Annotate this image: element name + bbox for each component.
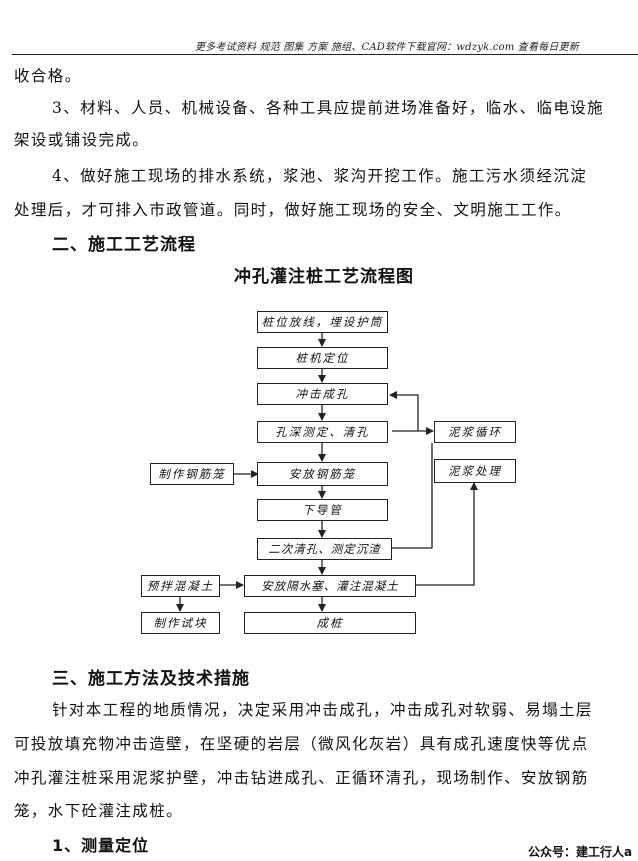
step-pour-concrete: 安放隔水塞、灌注混凝土 <box>244 575 416 597</box>
arrow-to-treatment <box>416 482 478 586</box>
page-header: 更多考试资料 规范 图集 方案 施组、CAD软件下载官网：wdzyk.com 查… <box>195 42 580 53</box>
header-rule <box>12 54 638 55</box>
step-rig-position: 桩机定位 <box>257 347 388 369</box>
step-pile-layout: 桩位放线，埋设护筒 <box>257 311 388 333</box>
step-lower-tremie: 下导管 <box>257 499 388 521</box>
section-3-line-4: 笼，水下砼灌注成桩。 <box>14 802 184 820</box>
body-line-2: 3、材料、人员、机械设备、各种工具应提前进场准备好，临水、临电设施 <box>52 99 605 117</box>
step-slurry-circulation: 泥浆循环 <box>434 421 516 443</box>
step-make-test-block: 制作试块 <box>141 612 220 634</box>
step-second-clean: 二次清孔、测定沉渣 <box>257 538 392 560</box>
step-place-cage: 安放钢筋笼 <box>257 462 388 486</box>
body-line-4: 4、做好施工现场的排水系统，浆池、浆沟开挖工作。施工污水须经沉淀 <box>52 167 588 185</box>
step-pile-complete: 成桩 <box>244 612 416 634</box>
section-3-line-3: 冲孔灌注桩采用泥浆护壁，冲击钻进成孔、正循环清孔，现场制作、安放钢筋 <box>14 769 589 787</box>
subsection-1-heading: 1、测量定位 <box>52 836 150 855</box>
body-line-3: 架设或铺设完成。 <box>14 131 150 149</box>
arrow-circulation-back <box>389 391 419 431</box>
step-slurry-treatment: 泥浆处理 <box>434 459 516 483</box>
section-3-line-2: 可投放填充物冲击造壁，在坚硬的岩层（微风化灰岩）具有成孔速度快等优点 <box>14 735 589 753</box>
footer-wechat-account: 公众号：建工行人a <box>528 845 633 859</box>
section-2-heading: 二、施工工艺流程 <box>52 235 196 255</box>
step-depth-clean: 孔深测定、清孔 <box>257 421 388 443</box>
step-impact-drilling: 冲击成孔 <box>257 383 388 405</box>
step-make-cage: 制作钢筋笼 <box>150 463 234 485</box>
flowchart-title: 冲孔灌注桩工艺流程图 <box>234 267 414 287</box>
line-second-clean <box>392 443 433 549</box>
step-premix-concrete: 预拌混凝土 <box>141 575 220 597</box>
body-line-1: 收合格。 <box>14 67 82 85</box>
section-3-line-1: 针对本工程的地质情况，决定采用冲击成孔，冲击成孔对软弱、易塌土层 <box>52 701 593 719</box>
body-line-5: 处理后，才可排入市政管道。同时，做好施工现场的安全、文明施工工作。 <box>14 201 572 219</box>
section-3-heading: 三、施工方法及技术措施 <box>52 669 250 689</box>
